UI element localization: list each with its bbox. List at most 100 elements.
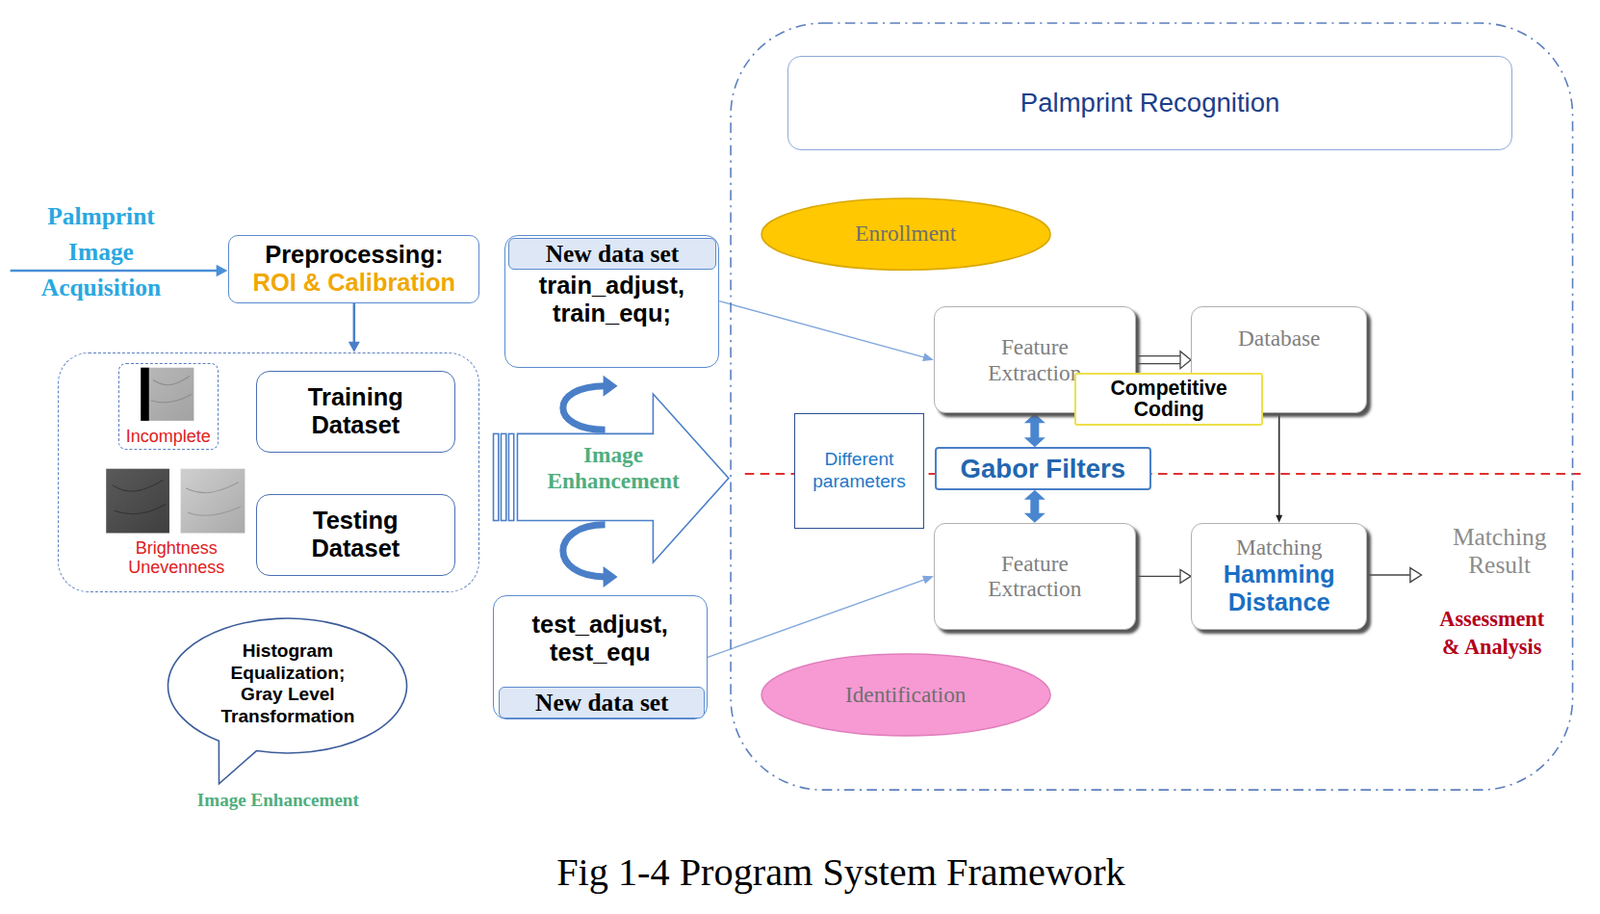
text-slot: Image Enhancement xyxy=(153,789,404,811)
dataset-group: Brightness Unevenness Incomplete Training … xyxy=(57,352,480,593)
node-text: New data set xyxy=(545,241,679,266)
node-text: Enrollment xyxy=(854,220,956,247)
text-slot: Brightness Unevenness xyxy=(104,538,248,578)
connector-line xyxy=(353,303,357,344)
arrow-head xyxy=(1275,515,1283,523)
ellipse-outline xyxy=(761,198,1051,270)
input-label-text: Palmprint Image Acquisition xyxy=(41,202,161,302)
arrow-bar xyxy=(500,433,506,520)
node-text: Histogram Equalization; Gray Level Trans… xyxy=(213,640,363,729)
arrow-head xyxy=(1180,568,1191,583)
bubble-outline xyxy=(168,618,408,784)
connector xyxy=(1135,351,1191,369)
node-text: Matching Result xyxy=(1425,522,1575,580)
incomplete-image xyxy=(140,367,194,421)
arrow-bar xyxy=(508,433,514,520)
connector xyxy=(563,375,619,431)
process-box: Feature Extraction xyxy=(933,522,1136,630)
connector-line xyxy=(1135,362,1181,364)
node-text: ROI & Calibration xyxy=(253,268,457,297)
tab-label: New data set xyxy=(498,686,705,719)
matching-box: MatchingHamming Distance xyxy=(1190,522,1368,630)
node-text: test_adjust, test_equ xyxy=(508,610,693,668)
node-text: Incomplete xyxy=(117,426,220,447)
sample-box: Incomplete xyxy=(118,362,219,450)
stage-ellipse: Enrollment xyxy=(760,197,1052,271)
node-text: Competitive Coding xyxy=(1092,377,1246,421)
connector xyxy=(1024,490,1046,523)
process-box: Preprocessing:ROI & Calibration xyxy=(228,234,480,304)
region-outline xyxy=(730,23,1573,790)
arrow-body xyxy=(516,393,728,563)
dark-image xyxy=(105,468,170,534)
arrow-head xyxy=(1180,351,1191,369)
connector-line xyxy=(719,301,926,359)
node-text: Identification xyxy=(845,681,967,708)
node-text: Image Enhancement xyxy=(153,789,404,811)
text-slot: Histogram Equalization; Gray Level Trans… xyxy=(213,640,363,729)
text-slot: Incomplete xyxy=(117,426,220,447)
arrow-line xyxy=(10,269,219,273)
node-text: Database xyxy=(1238,325,1320,352)
figure-caption: Fig 1-4 Program System Framework xyxy=(381,849,1300,896)
node-text: Testing Dataset xyxy=(279,506,433,564)
connector-line xyxy=(1135,355,1181,357)
palm-crease xyxy=(185,481,241,516)
connector xyxy=(348,303,361,353)
dataset-box: Testing Dataset xyxy=(256,493,456,576)
double-arrow xyxy=(1024,490,1046,523)
node-text: Palmprint Recognition xyxy=(1020,87,1280,119)
arrow-head xyxy=(922,352,934,362)
ellipse-outline xyxy=(761,653,1051,736)
arrow-line xyxy=(1367,573,1412,575)
node-text: New data set xyxy=(535,690,669,715)
arrow-head xyxy=(216,264,229,278)
connector xyxy=(1275,412,1283,522)
node-text: Assessment & Analysis xyxy=(1430,605,1553,662)
arrow-head xyxy=(1410,567,1422,583)
light-image xyxy=(180,468,246,534)
parameter-box: Different parameters xyxy=(794,412,926,529)
node-text: Brightness Unevenness xyxy=(104,538,248,578)
connector xyxy=(719,301,934,362)
recognition-region: Matching ResultAssessment & Analysis Palm… xyxy=(729,22,1575,791)
node-text: Feature Extraction xyxy=(967,550,1103,603)
connector-line xyxy=(707,578,927,657)
black-bar xyxy=(140,367,149,421)
connector xyxy=(563,524,619,588)
palm-crease xyxy=(151,375,192,403)
method-box: Competitive Coding xyxy=(1074,372,1264,426)
arrow-head xyxy=(603,375,619,397)
double-arrow xyxy=(1024,412,1046,447)
connector xyxy=(1135,568,1191,583)
dataset-box: train_adjust, train_equ; New data set xyxy=(504,234,721,368)
arrow-head xyxy=(603,566,619,588)
block-arrow: Image Enhancement xyxy=(492,392,730,564)
palm-thumbnails xyxy=(105,367,245,534)
node-text: Hamming Distance xyxy=(1202,560,1356,618)
input-label: Palmprint Image Acquisition xyxy=(24,199,179,306)
node-text: Gabor Filters xyxy=(960,455,1126,483)
header-box: Palmprint Recognition xyxy=(787,55,1513,151)
speech-bubble: Histogram Equalization; Gray Level Trans… xyxy=(142,617,413,817)
node-text: Image Enhancement xyxy=(535,441,691,494)
curved-arrow xyxy=(563,386,606,431)
connector xyxy=(707,575,934,658)
dataset-box: Training Dataset xyxy=(256,370,456,453)
node-text: Matching xyxy=(1236,535,1322,561)
connector-line xyxy=(1278,412,1281,517)
arrow-head xyxy=(348,341,361,353)
stage-ellipse: Identification xyxy=(760,652,1052,737)
dataset-box: test_adjust, test_equNew data set xyxy=(492,594,708,720)
palm-crease xyxy=(112,479,166,514)
node-text: train_adjust, train_equ; xyxy=(519,271,704,329)
text-slot: Matching Result xyxy=(1425,522,1575,580)
node-text: Different parameters xyxy=(798,448,921,493)
result-arrow xyxy=(1367,567,1421,583)
arrow-bar xyxy=(492,433,498,520)
arrow-head xyxy=(922,575,934,584)
curved-arrow xyxy=(563,524,606,577)
filter-box: Gabor Filters xyxy=(934,446,1152,491)
connector-line xyxy=(1135,575,1183,577)
